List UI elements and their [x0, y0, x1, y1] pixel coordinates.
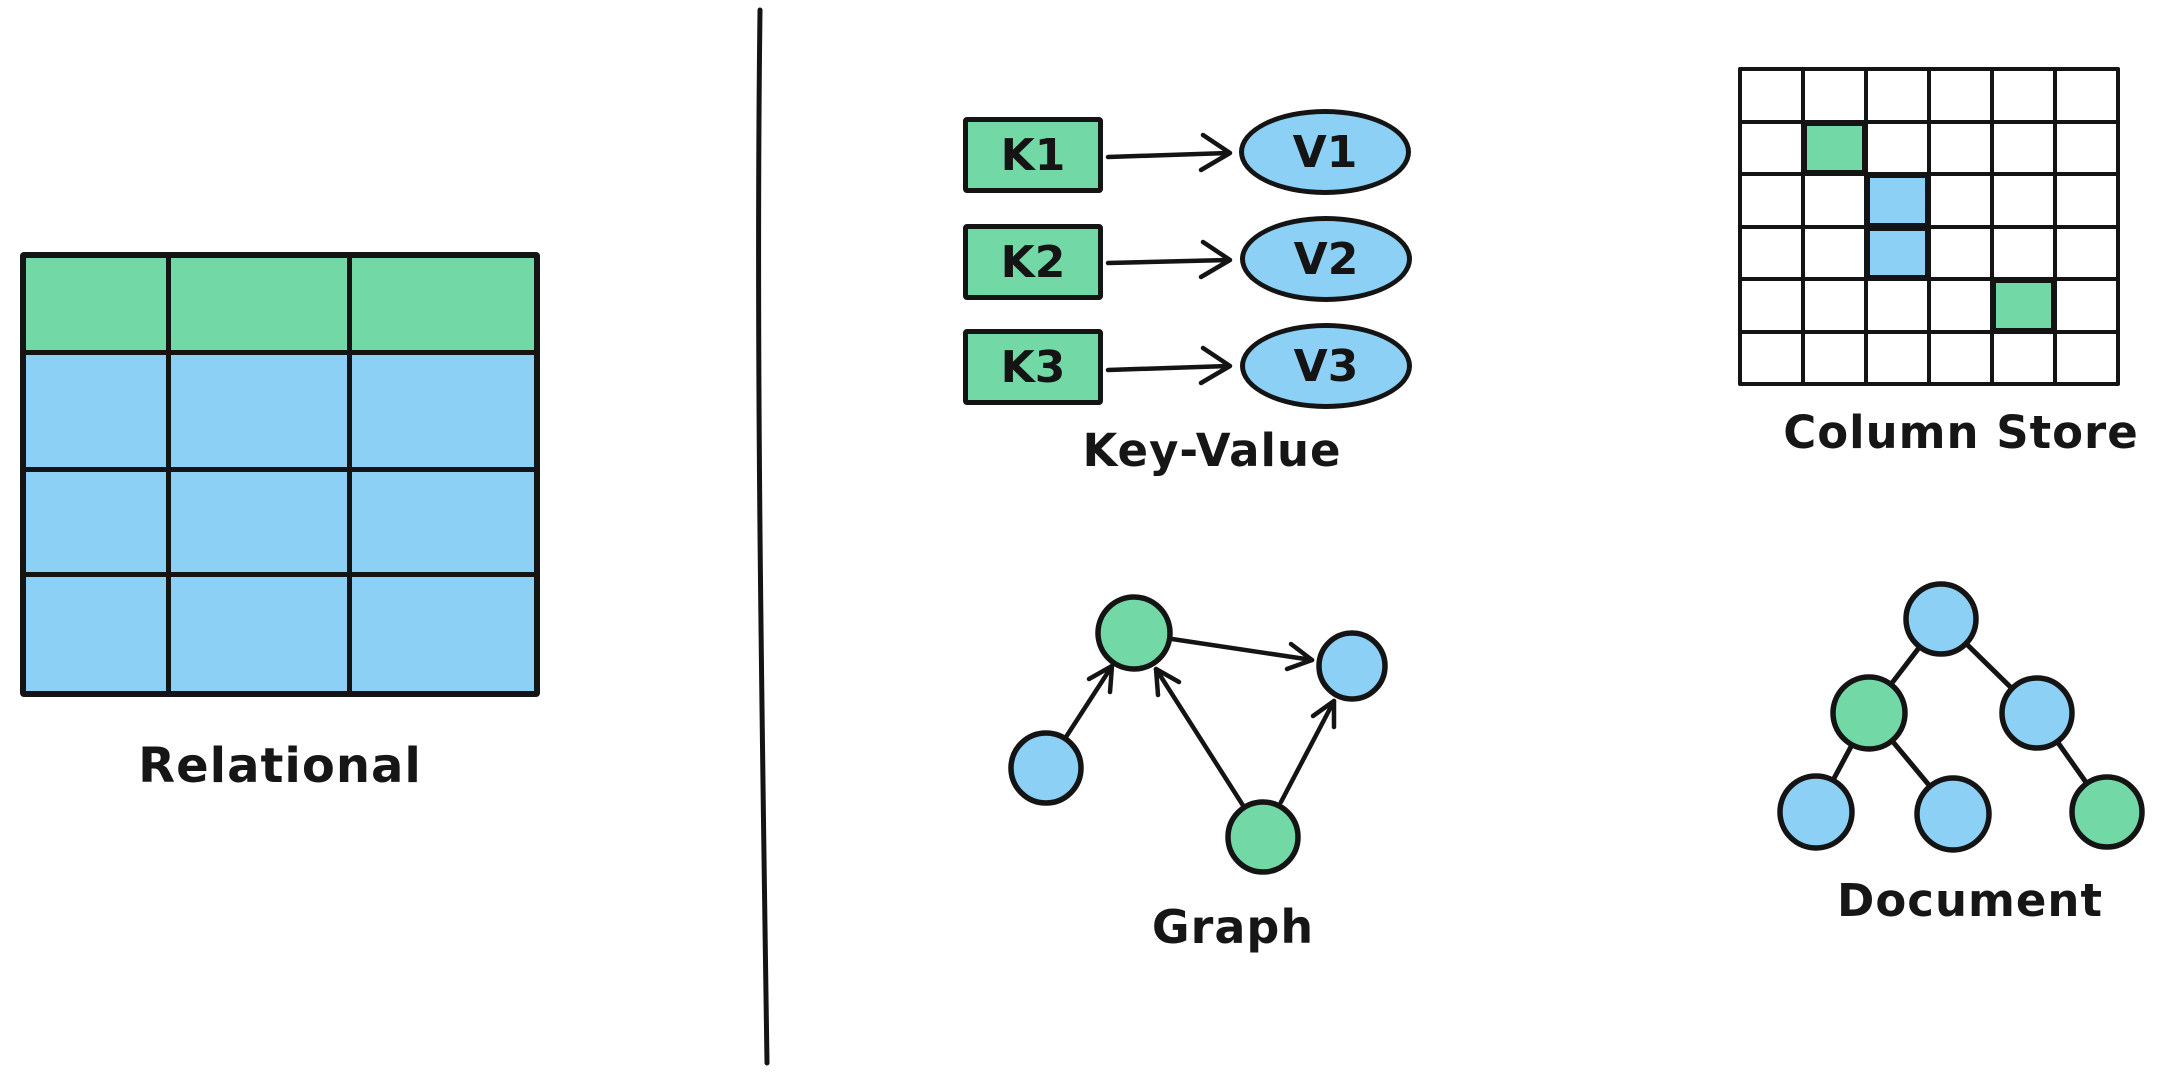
column-store-filled-cell: [1805, 123, 1864, 172]
column-store-filled-cell: [1868, 176, 1927, 225]
relational-header-cell: [26, 258, 166, 350]
relational-body-cell: [26, 472, 166, 572]
column-store-cell: [1742, 333, 1801, 382]
column-store-cell: [1805, 176, 1864, 225]
column-store-cell: [1931, 176, 1990, 225]
relational-body-cell: [352, 355, 534, 467]
relational-body-cell: [171, 472, 347, 572]
column-store-filled-cell: [1994, 281, 2053, 330]
relational-body-cell: [26, 577, 166, 691]
column-store-cell: [2057, 123, 2116, 172]
value-ellipse-v2: V2: [1240, 216, 1412, 302]
column-store-cell: [1994, 176, 2053, 225]
column-store-cell: [1868, 71, 1927, 120]
column-store-cell: [1931, 281, 1990, 330]
column-store-filled-cell: [1868, 228, 1927, 277]
column-store-grid: [1738, 67, 2120, 386]
relational-body-cell: [26, 355, 166, 467]
relational-header-cell: [171, 258, 347, 350]
relational-table: [20, 252, 540, 697]
graph-label: Graph: [1151, 900, 1315, 954]
key-value-label: Key-Value: [1082, 424, 1342, 477]
column-store-cell: [1742, 228, 1801, 277]
column-store-cell: [2057, 176, 2116, 225]
relational-header-cell: [352, 258, 534, 350]
document-node-leaf-1: [1777, 773, 1855, 851]
relational-body-cell: [352, 577, 534, 691]
graph-edge-left-to-top: [1063, 663, 1115, 740]
section-divider-line: [756, 7, 770, 1066]
document-node-child-right: [1999, 675, 2075, 751]
column-store-cell: [1805, 333, 1864, 382]
column-store-cell: [1742, 281, 1801, 330]
value-ellipse-v1: V1: [1239, 109, 1411, 195]
column-store-cell: [1868, 333, 1927, 382]
key-box-k3: K3: [963, 329, 1103, 405]
column-store-cell: [1868, 281, 1927, 330]
column-store-cell: [2057, 228, 2116, 277]
document-node-leaf-2: [1914, 775, 1992, 853]
key-value-arrow-k3-v3: [1105, 345, 1233, 386]
column-store-label: Column Store: [1783, 406, 2139, 459]
column-store-cell: [1805, 71, 1864, 120]
column-store-cell: [1742, 176, 1801, 225]
graph-edge-top-to-right: [1169, 636, 1315, 672]
graph-edge-bottom-to-top: [1153, 666, 1247, 810]
column-store-cell: [1868, 123, 1927, 172]
document-node-child-left: [1830, 674, 1908, 752]
relational-body-cell: [171, 577, 347, 691]
relational-body-cell: [171, 355, 347, 467]
document-label: Document: [1837, 874, 2103, 927]
value-ellipse-v3: V3: [1240, 323, 1412, 409]
column-store-cell: [1994, 228, 2053, 277]
key-value-arrow-k1-v1: [1105, 132, 1233, 173]
document-node-root: [1903, 581, 1979, 657]
column-store-cell: [2057, 333, 2116, 382]
graph-node-top: [1095, 594, 1173, 672]
column-store-cell: [1805, 228, 1864, 277]
column-store-cell: [1805, 281, 1864, 330]
column-store-cell: [1994, 123, 2053, 172]
key-box-k1: K1: [963, 117, 1103, 193]
key-box-k2: K2: [963, 224, 1103, 300]
column-store-cell: [2057, 281, 2116, 330]
relational-body-cell: [352, 472, 534, 572]
column-store-cell: [1994, 333, 2053, 382]
document-node-leaf-3: [2069, 774, 2145, 850]
column-store-cell: [1994, 71, 2053, 120]
key-value-arrow-k2-v2: [1105, 239, 1233, 280]
column-store-cell: [1931, 71, 1990, 120]
column-store-cell: [1931, 123, 1990, 172]
graph-node-right: [1316, 630, 1388, 702]
graph-edge-bottom-to-right: [1278, 698, 1337, 805]
graph-node-bottom: [1225, 799, 1301, 875]
column-store-cell: [1742, 71, 1801, 120]
graph-node-left: [1008, 730, 1084, 806]
column-store-cell: [1931, 228, 1990, 277]
column-store-cell: [2057, 71, 2116, 120]
column-store-cell: [1742, 123, 1801, 172]
column-store-cell: [1931, 333, 1990, 382]
relational-label: Relational: [138, 738, 422, 794]
